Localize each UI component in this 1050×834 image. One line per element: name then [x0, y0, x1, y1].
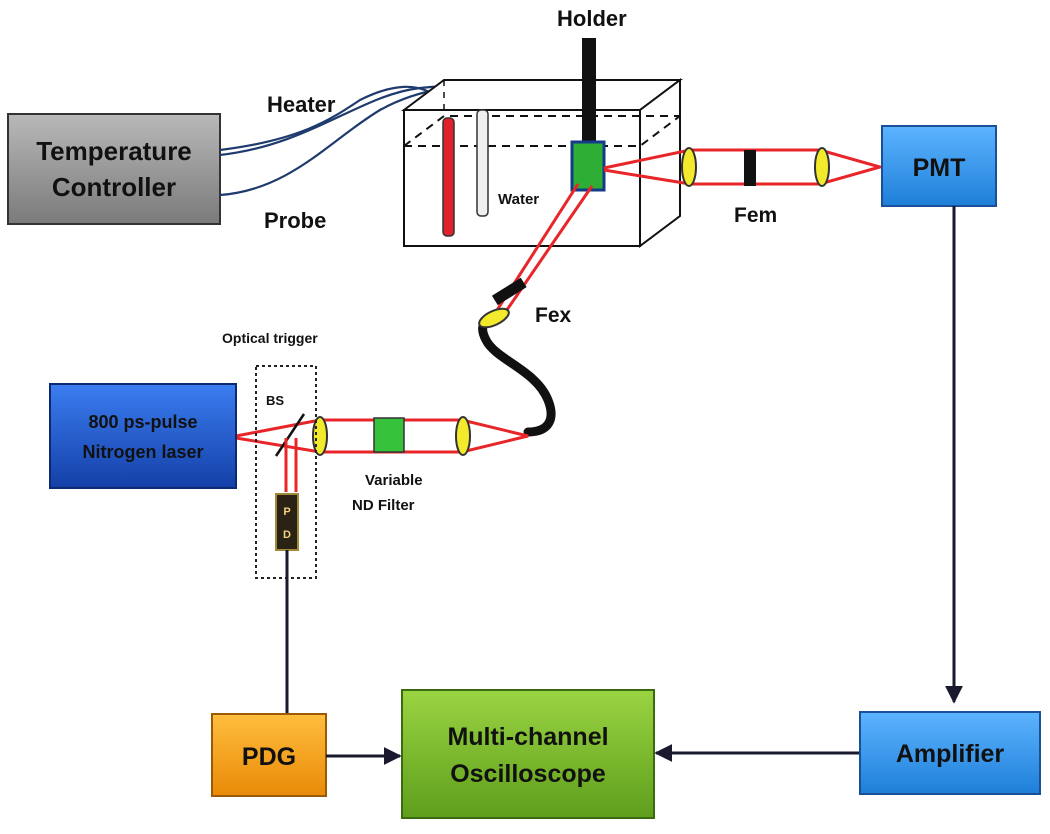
oscilloscope-label-line1: Multi-channel: [447, 723, 608, 751]
sample-cuvette: [570, 140, 606, 192]
nitrogen-laser-box: 800 ps-pulse Nitrogen laser: [49, 383, 237, 489]
amplifier-box: Amplifier: [859, 711, 1041, 795]
holder-rod: [582, 38, 596, 150]
pd-label-d: D: [283, 529, 291, 541]
optical-trigger-label: Optical trigger: [222, 330, 318, 346]
water-label: Water: [498, 191, 539, 208]
variable-nd-filter: [373, 417, 405, 453]
laser-lens-2: [455, 416, 471, 456]
fex-filter: [491, 277, 527, 306]
fex-lens: [478, 307, 510, 329]
temperature-controller-label-line1: Temperature: [36, 136, 192, 166]
bs-label: BS: [266, 393, 284, 408]
emission-lens-1: [681, 147, 697, 187]
laser-label-line2: Nitrogen laser: [82, 442, 203, 462]
temperature-controller-label-line2: Controller: [52, 172, 176, 202]
heater-label: Heater: [267, 92, 336, 117]
oscilloscope-label-line2: Oscilloscope: [450, 760, 606, 788]
emission-lens-2: [814, 147, 830, 187]
oscilloscope-box: Multi-channel Oscilloscope: [401, 689, 655, 819]
pmt-box: PMT: [881, 125, 997, 207]
nd-filter-label-line2: ND Filter: [352, 497, 415, 514]
fem-filter: [744, 150, 756, 186]
pd-label-p: P: [283, 506, 290, 518]
fex-label: Fex: [535, 304, 572, 327]
heater-wire: [219, 85, 450, 152]
pdg-box: PDG: [211, 713, 327, 797]
photodiode: P D: [275, 493, 299, 551]
beam-splitter: [274, 413, 306, 457]
optical-fiber: [478, 313, 556, 437]
fem-label: Fem: [734, 204, 777, 227]
amplifier-label: Amplifier: [896, 740, 1005, 768]
probe-rod: [476, 109, 489, 217]
temperature-controller-box: Temperature Controller: [7, 113, 221, 225]
probe-label: Probe: [264, 208, 326, 233]
holder-label: Holder: [557, 6, 627, 31]
heater-rod: [442, 117, 455, 237]
pmt-label: PMT: [913, 154, 966, 182]
nd-filter-label-line1: Variable: [365, 472, 423, 489]
laser-label-line1: 800 ps-pulse: [88, 412, 197, 432]
trigger-beam: [284, 438, 298, 492]
pdg-label: PDG: [242, 743, 296, 771]
